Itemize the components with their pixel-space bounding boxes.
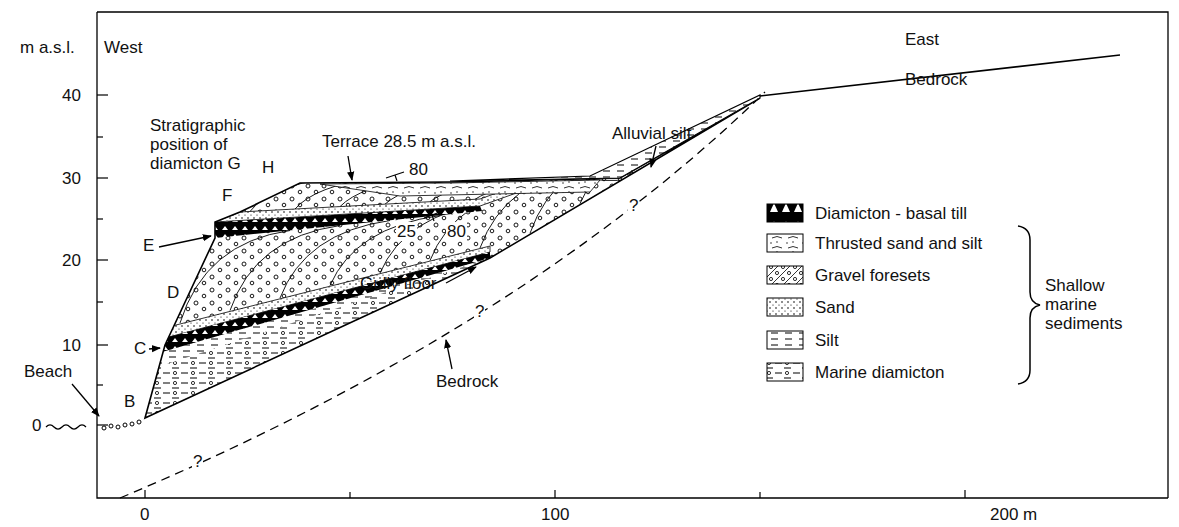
label: 200 m	[990, 505, 1037, 524]
label: Gully floor	[360, 274, 437, 293]
label: 10	[62, 336, 81, 355]
label: Stratigraphic position of diamicton G	[150, 116, 268, 173]
label: 80	[408, 160, 429, 179]
label: West	[104, 38, 142, 57]
label: 25	[396, 222, 417, 241]
label: 30	[62, 169, 81, 188]
label: Alluvial silt	[612, 124, 691, 143]
label: F	[222, 186, 232, 205]
label: Beach	[24, 362, 72, 381]
legend-text: Marine diamicton	[815, 363, 944, 382]
label: Shallow marine sediments	[1045, 276, 1157, 333]
legend-text: Silt	[815, 331, 839, 350]
label: Bedrock	[905, 70, 967, 89]
label: C	[134, 339, 146, 358]
label: Bedrock	[436, 372, 498, 391]
legend-swatch	[767, 266, 803, 284]
legend-swatch	[767, 204, 803, 222]
legend-text: Sand	[815, 298, 855, 317]
label: 0	[32, 416, 41, 435]
legend-swatch	[767, 363, 803, 381]
label: ?	[628, 196, 639, 215]
label: B	[124, 392, 135, 411]
label: ?	[192, 452, 203, 471]
label: 80	[446, 222, 467, 241]
legend-text: Diamicton - basal till	[815, 204, 967, 223]
legend-swatch	[767, 234, 803, 252]
label: 20	[62, 251, 81, 270]
label: 40	[62, 86, 81, 105]
label: E	[143, 236, 154, 255]
label: D	[167, 283, 179, 302]
label: 100	[541, 505, 569, 524]
label: ?	[474, 302, 485, 321]
label: 0	[140, 505, 149, 524]
label: H	[262, 158, 274, 177]
label: m a.s.l.	[20, 38, 75, 57]
label: East	[905, 30, 939, 49]
label: Terrace 28.5 m a.s.l.	[322, 132, 476, 151]
legend-text: Gravel foresets	[815, 266, 930, 285]
legend-swatch	[767, 298, 803, 316]
legend-text: Thrusted sand and silt	[815, 234, 982, 253]
legend-swatch	[767, 331, 803, 349]
